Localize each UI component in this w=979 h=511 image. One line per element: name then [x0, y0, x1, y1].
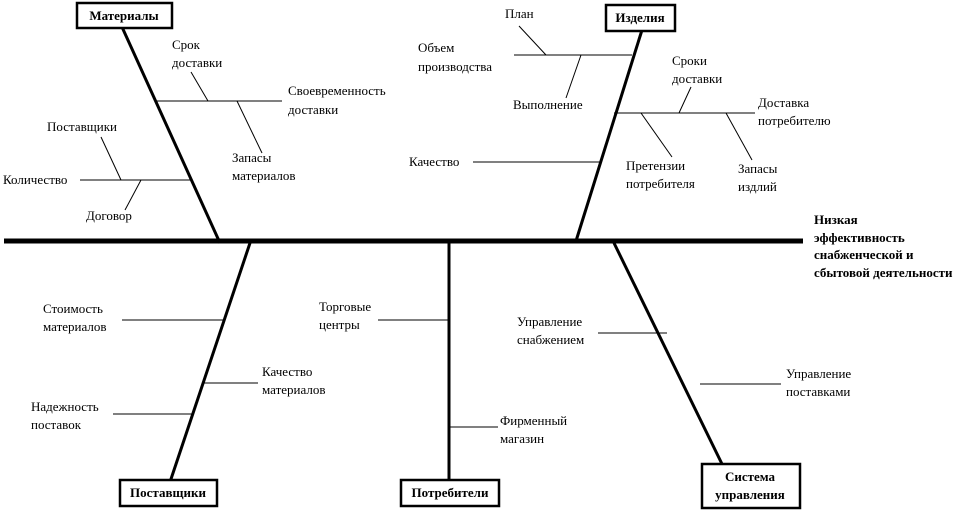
- svg-text:Срок: Срок: [172, 37, 201, 52]
- bone-materials: [120, 26, 222, 244]
- svg-text:центры: центры: [319, 317, 360, 332]
- bone-suppliers: [168, 242, 252, 483]
- svg-text:Сроки: Сроки: [672, 53, 707, 68]
- svg-text:магазин: магазин: [500, 431, 544, 446]
- svg-text:поставок: поставок: [31, 417, 82, 432]
- svg-text:Объем: Объем: [418, 40, 454, 55]
- svg-text:потребителя: потребителя: [626, 176, 695, 191]
- branch-fulfillment-line: [565, 54, 582, 99]
- svg-text:Запасы: Запасы: [232, 150, 272, 165]
- cause-complaints: Претензии потребителя: [626, 158, 695, 191]
- svg-text:потребителю: потребителю: [758, 113, 831, 128]
- branch-delivery-terms-line: [678, 86, 692, 114]
- svg-text:доставки: доставки: [672, 71, 722, 86]
- svg-text:Поставщики: Поставщики: [130, 485, 206, 500]
- svg-text:Управление: Управление: [786, 366, 851, 381]
- cause-supplier-reliability: Надежность поставок: [31, 399, 99, 432]
- category-materials: Материалы: [75, 1, 174, 30]
- cause-shopping-centers: Торговые центры: [319, 299, 371, 332]
- branch-plan-line: [518, 25, 547, 56]
- effect-label: Низкая эффективность снабженческой и сбы…: [814, 212, 953, 280]
- svg-text:управления: управления: [715, 487, 785, 502]
- bone-management: [612, 242, 724, 465]
- cause-supply-management: Управление снабжением: [517, 314, 584, 347]
- svg-text:сбытовой деятельности: сбытовой деятельности: [814, 265, 953, 280]
- svg-text:Запасы: Запасы: [738, 161, 778, 176]
- svg-text:снабжением: снабжением: [517, 332, 584, 347]
- cause-suppliers-sub: Поставщики: [47, 119, 117, 134]
- category-products: Изделия: [604, 3, 677, 33]
- cause-production-volume: Объем производства: [418, 40, 492, 74]
- svg-text:Изделия: Изделия: [615, 10, 664, 25]
- svg-text:материалов: материалов: [262, 382, 326, 397]
- svg-text:Качество: Качество: [262, 364, 312, 379]
- cause-contract: Договор: [86, 208, 132, 223]
- category-management: Система управления: [700, 462, 802, 510]
- svg-text:снабженческой и: снабженческой и: [814, 247, 914, 262]
- bone-products: [574, 29, 644, 242]
- svg-text:издлий: издлий: [738, 179, 777, 194]
- cause-product-stock: Запасы издлий: [738, 161, 778, 194]
- svg-text:Надежность: Надежность: [31, 399, 99, 414]
- cause-delivery-term: Срок доставки: [172, 37, 222, 70]
- svg-text:доставки: доставки: [288, 102, 338, 117]
- svg-text:Претензии: Претензии: [626, 158, 685, 173]
- cause-quantity: Количество: [3, 172, 67, 187]
- cause-delivery-terms: Сроки доставки: [672, 53, 722, 86]
- cause-consumer-delivery: Доставка потребителю: [758, 95, 831, 128]
- svg-text:Материалы: Материалы: [89, 8, 158, 23]
- branch-suppliers-sub-line: [100, 136, 122, 181]
- svg-text:Система: Система: [725, 469, 776, 484]
- svg-text:материалов: материалов: [232, 168, 296, 183]
- branch-material-stock-line: [236, 100, 263, 154]
- svg-text:Потребители: Потребители: [412, 485, 489, 500]
- category-suppliers: Поставщики: [118, 478, 219, 508]
- svg-text:эффективность: эффективность: [814, 230, 905, 245]
- cause-quality: Качество: [409, 154, 459, 169]
- svg-text:Торговые: Торговые: [319, 299, 371, 314]
- svg-text:Фирменный: Фирменный: [500, 413, 567, 428]
- svg-text:Доставка: Доставка: [758, 95, 809, 110]
- branch-complaints-line: [640, 112, 673, 158]
- cause-delivery-management: Управление поставками: [786, 366, 851, 399]
- cause-fulfillment: Выполнение: [513, 97, 583, 112]
- cause-material-stock: Запасы материалов: [232, 150, 296, 183]
- branch-product-stock-line: [725, 112, 753, 161]
- cause-material-quality: Качество материалов: [262, 364, 326, 397]
- svg-text:Стоимость: Стоимость: [43, 301, 103, 316]
- svg-text:Своевременность: Своевременность: [288, 83, 386, 98]
- svg-text:производства: производства: [418, 59, 492, 74]
- branch-contract-line: [124, 179, 142, 211]
- branch-delivery-term-line: [190, 71, 209, 102]
- cause-timeliness: Своевременность доставки: [288, 83, 386, 117]
- category-consumers: Потребители: [399, 478, 501, 508]
- cause-brand-store: Фирменный магазин: [500, 413, 567, 446]
- svg-text:материалов: материалов: [43, 319, 107, 334]
- svg-text:Низкая: Низкая: [814, 212, 858, 227]
- svg-text:доставки: доставки: [172, 55, 222, 70]
- cause-plan: План: [505, 6, 534, 21]
- cause-material-cost: Стоимость материалов: [43, 301, 107, 334]
- svg-text:Управление: Управление: [517, 314, 582, 329]
- svg-text:поставками: поставками: [786, 384, 850, 399]
